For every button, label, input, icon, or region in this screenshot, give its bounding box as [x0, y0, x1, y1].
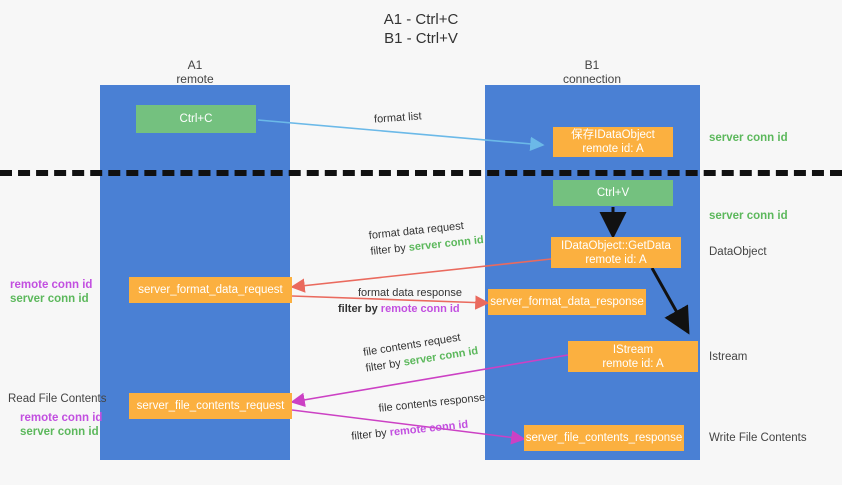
- box-server-format-data-request-label: server_format_data_request: [138, 284, 283, 296]
- annotation-file-contents-response: file contents response filter by remote …: [348, 390, 489, 445]
- box-server-format-data-request[interactable]: server_format_data_request: [129, 277, 292, 303]
- annotation-file-contents-request: file contents request filter by server c…: [362, 327, 479, 376]
- annotation-format-list: format list: [373, 110, 423, 126]
- box-idataobject-getdata-title: IDataObject::GetData: [561, 239, 671, 252]
- box-ctrl-v[interactable]: Ctrl+V: [553, 180, 673, 206]
- box-server-file-contents-request[interactable]: server_file_contents_request: [129, 393, 292, 419]
- phase-divider: [0, 170, 842, 176]
- right-label-server-conn-id-2: server conn id: [709, 210, 788, 222]
- box-ctrl-v-label: Ctrl+V: [596, 187, 630, 199]
- filter-prefix: filter by: [364, 356, 405, 375]
- annotation-format-data-response-text: format data response: [358, 287, 462, 299]
- box-server-format-data-response[interactable]: server_format_data_response: [488, 289, 646, 315]
- left-label-server-conn-id-2: server conn id: [20, 426, 99, 438]
- left-label-server-conn-id-1: server conn id: [10, 293, 89, 305]
- box-idataobject-title: 保存IDataObject: [571, 129, 655, 141]
- annotation-format-data-response-filter: filter by remote conn id: [338, 301, 462, 317]
- annotation-format-data-request: format data request filter by server con…: [368, 216, 484, 260]
- box-istream[interactable]: IStream remote id: A: [568, 341, 698, 372]
- left-label-remote-conn-id-2: remote conn id: [20, 412, 103, 424]
- box-istream-sub: remote id: A: [602, 357, 664, 370]
- filter-prefix: filter by: [350, 426, 391, 443]
- right-label-write-file-contents: Write File Contents: [709, 432, 807, 444]
- lane-header-a1-sub: remote: [176, 72, 214, 86]
- lane-header-a1: A1 remote: [115, 58, 275, 86]
- box-ctrl-c[interactable]: Ctrl+C: [136, 105, 256, 133]
- box-idataobject-getdata-sub: remote id: A: [585, 253, 647, 266]
- left-label-read-file-contents: Read File Contents: [8, 393, 107, 405]
- box-server-file-contents-request-label: server_file_contents_request: [136, 400, 285, 412]
- box-idataobject[interactable]: 保存IDataObject remote id: A: [553, 127, 673, 157]
- box-ctrl-c-label: Ctrl+C: [179, 113, 213, 125]
- annotation-file-contents-response-filter: filter by remote conn id: [351, 415, 489, 445]
- title-line-1: A1 - Ctrl+C: [383, 11, 459, 28]
- lane-header-a1-name: A1: [187, 58, 203, 72]
- left-label-remote-conn-id-1: remote conn id: [10, 279, 93, 291]
- box-idataobject-getdata[interactable]: IDataObject::GetData remote id: A: [551, 237, 681, 268]
- box-server-file-contents-response[interactable]: server_file_contents_response: [524, 425, 684, 451]
- title-line-2: B1 - Ctrl+V: [384, 30, 458, 47]
- annotation-format-data-response: format data response filter by remote co…: [338, 285, 462, 317]
- diagram-title: A1 - Ctrl+C B1 - Ctrl+V: [0, 10, 842, 48]
- right-label-dataobject: DataObject: [709, 246, 767, 258]
- right-label-istream: Istream: [709, 351, 748, 363]
- lane-header-b1: B1 connection: [512, 58, 672, 86]
- filter-prefix: filter by: [369, 241, 410, 258]
- lane-header-b1-sub: connection: [562, 72, 622, 86]
- filter-prefix: filter by: [338, 303, 381, 315]
- box-istream-title: IStream: [612, 343, 654, 356]
- box-server-file-contents-response-label: server_file_contents_response: [525, 432, 683, 444]
- box-idataobject-sub: remote id: A: [582, 143, 644, 155]
- annotation-file-contents-response-text: file contents response: [378, 391, 486, 415]
- filter-value-remote-conn-id: remote conn id: [389, 418, 469, 439]
- box-server-format-data-response-label: server_format_data_response: [490, 296, 644, 308]
- right-label-server-conn-id-1: server conn id: [709, 132, 788, 144]
- filter-value-remote-conn-id: remote conn id: [380, 303, 460, 315]
- lane-header-b1-name: B1: [584, 58, 600, 72]
